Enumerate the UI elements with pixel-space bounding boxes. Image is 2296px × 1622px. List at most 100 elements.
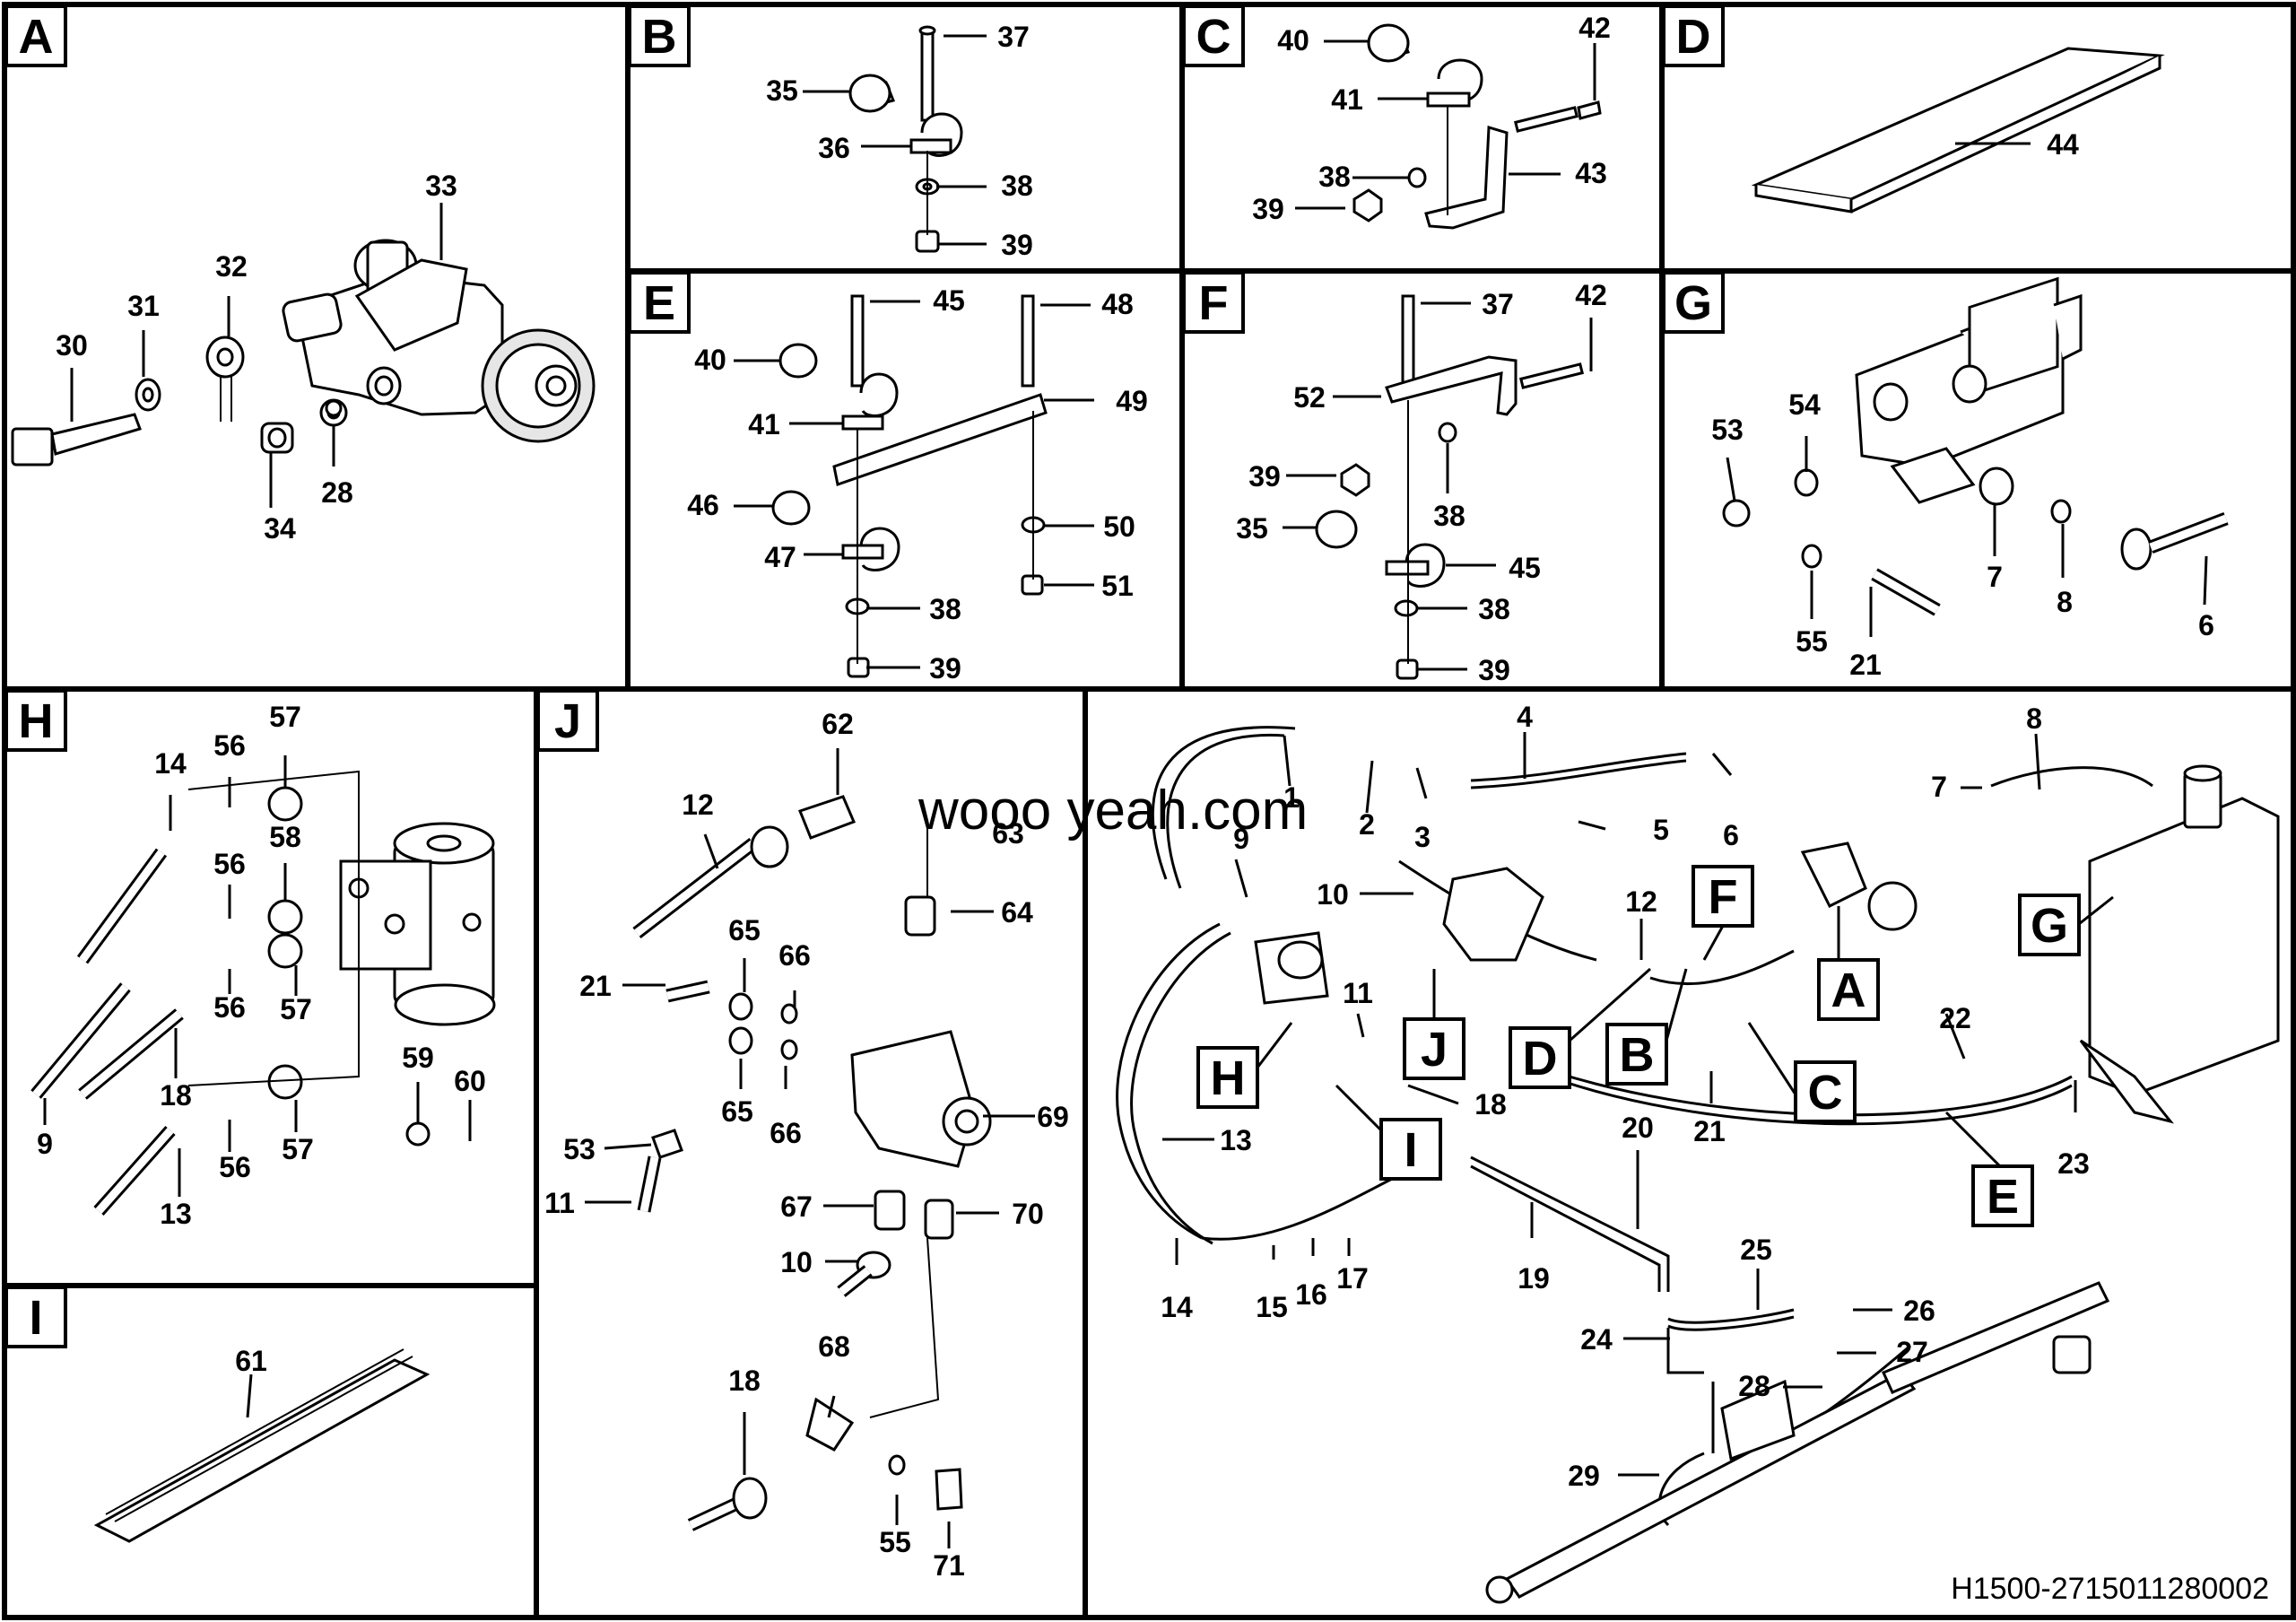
valve-assembly-j-drawing xyxy=(632,795,992,1531)
label-24: 24 xyxy=(1580,1323,1613,1356)
clamp-assembly-b-drawing xyxy=(848,25,963,253)
label-35: 35 xyxy=(766,74,798,107)
label-39: 39 xyxy=(1001,229,1033,261)
label-38: 38 xyxy=(1318,161,1351,193)
label-14: 14 xyxy=(154,747,187,780)
label-9: 9 xyxy=(1233,823,1249,855)
label-8: 8 xyxy=(2057,586,2073,618)
label-38: 38 xyxy=(1001,170,1033,202)
label-46: 46 xyxy=(687,489,719,521)
label-31: 31 xyxy=(127,290,160,322)
label-20: 20 xyxy=(1622,1112,1654,1144)
callout-j: J xyxy=(1403,1017,1465,1080)
label-12: 12 xyxy=(1625,885,1657,918)
label-15: 15 xyxy=(1256,1291,1288,1323)
label-39: 39 xyxy=(1478,654,1510,686)
label-43: 43 xyxy=(1575,157,1607,189)
panel-tag-e: E xyxy=(628,271,691,334)
panel-tag-j: J xyxy=(536,689,599,752)
pump-assembly-drawing xyxy=(11,239,596,467)
panel-tag-b: B xyxy=(628,4,691,67)
label-57: 57 xyxy=(282,1133,314,1165)
callout-e: E xyxy=(1971,1164,2034,1227)
label-38: 38 xyxy=(1478,593,1510,625)
label-6: 6 xyxy=(1723,819,1739,851)
label-55: 55 xyxy=(1796,625,1828,658)
label-26: 26 xyxy=(1903,1295,1935,1327)
label-61: 61 xyxy=(235,1345,267,1377)
label-33: 33 xyxy=(425,170,457,202)
label-66: 66 xyxy=(770,1117,802,1149)
plate-drawing xyxy=(1751,47,2165,214)
label-18: 18 xyxy=(1474,1088,1507,1121)
label-56: 56 xyxy=(213,991,246,1024)
label-37: 37 xyxy=(997,21,1030,53)
label-52: 52 xyxy=(1293,381,1326,414)
svg-text:E: E xyxy=(643,276,675,330)
label-13: 13 xyxy=(160,1198,192,1230)
callout-i: I xyxy=(1379,1118,1442,1181)
label-11: 11 xyxy=(544,1187,575,1219)
callout-a: A xyxy=(1817,958,1880,1021)
clip-strip-drawing xyxy=(93,1348,430,1543)
label-39: 39 xyxy=(1248,460,1281,493)
svg-text:G: G xyxy=(1674,276,1712,330)
panel-e-labels: 45 48 40 49 41 46 50 47 51 38 39 xyxy=(687,284,1148,685)
label-10: 10 xyxy=(780,1246,813,1278)
label-70: 70 xyxy=(1012,1198,1044,1230)
label-18: 18 xyxy=(160,1079,192,1112)
panel-f-labels: 37 42 52 39 38 35 45 38 39 xyxy=(1236,279,1607,686)
svg-text:C: C xyxy=(1196,10,1231,64)
callout-d: D xyxy=(1509,1026,1571,1089)
label-28: 28 xyxy=(321,476,353,509)
label-11: 11 xyxy=(1343,977,1373,1009)
callout-f: F xyxy=(1692,865,1754,928)
label-32: 32 xyxy=(215,250,248,283)
label-5: 5 xyxy=(1653,814,1669,846)
panel-i-labels: 61 xyxy=(235,1345,267,1377)
panel-tag-i: I xyxy=(4,1286,67,1348)
label-45: 45 xyxy=(1509,552,1541,584)
label-13: 13 xyxy=(1220,1124,1252,1156)
label-21: 21 xyxy=(1693,1115,1726,1147)
callout-c: C xyxy=(1794,1060,1857,1123)
label-12: 12 xyxy=(682,789,714,821)
label-2: 2 xyxy=(1359,808,1375,841)
label-42: 42 xyxy=(1578,12,1611,44)
callout-b: B xyxy=(1605,1023,1668,1086)
label-27: 27 xyxy=(1896,1336,1928,1368)
label-55: 55 xyxy=(879,1526,911,1558)
label-28: 28 xyxy=(1738,1370,1770,1402)
panel-b-labels: 37 35 36 38 39 xyxy=(766,21,1033,261)
valve-assembly-g-drawing xyxy=(1722,276,2229,616)
label-25: 25 xyxy=(1740,1234,1772,1266)
label-6: 6 xyxy=(2198,609,2214,641)
label-59: 59 xyxy=(402,1042,434,1074)
label-51: 51 xyxy=(1101,570,1134,602)
label-17: 17 xyxy=(1336,1262,1369,1295)
panel-h-labels: 57 14 56 58 56 56 57 18 59 60 9 56 13 57 xyxy=(37,701,486,1230)
label-44: 44 xyxy=(2047,128,2079,161)
label-1: 1 xyxy=(1283,781,1300,814)
svg-text:J: J xyxy=(1421,1023,1448,1077)
label-4: 4 xyxy=(1517,701,1533,733)
label-23: 23 xyxy=(2057,1147,2090,1180)
svg-text:E: E xyxy=(1987,1170,2019,1224)
label-63: 63 xyxy=(992,817,1024,850)
label-60: 60 xyxy=(454,1065,486,1097)
panel-tag-f: F xyxy=(1182,271,1245,334)
panel-j-labels: 62 12 63 64 65 66 21 65 66 69 53 11 67 7… xyxy=(544,708,1069,1582)
label-53: 53 xyxy=(1711,414,1744,446)
bracket-assembly-f-drawing xyxy=(1315,294,1585,680)
label-10: 10 xyxy=(1317,878,1349,911)
label-29: 29 xyxy=(1568,1460,1600,1492)
label-39: 39 xyxy=(929,652,961,685)
label-34: 34 xyxy=(264,512,296,545)
label-45: 45 xyxy=(933,284,965,317)
panel-a-labels: 33 32 31 30 28 34 xyxy=(56,170,457,545)
panel-tag-d: D xyxy=(1662,4,1725,67)
label-71: 71 xyxy=(933,1549,965,1582)
label-41: 41 xyxy=(748,408,780,440)
